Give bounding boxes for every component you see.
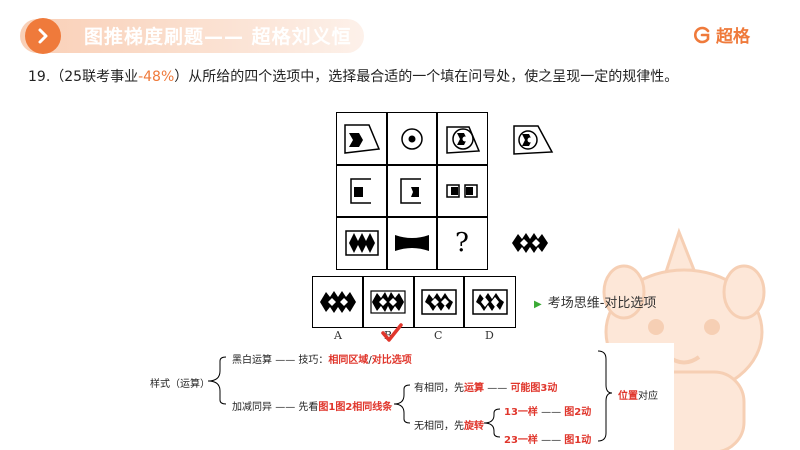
puzzle-figure-1 — [344, 124, 381, 154]
brand-logo-icon — [694, 26, 710, 43]
option-figure-a[interactable] — [317, 287, 359, 317]
question-accuracy: -48% — [138, 69, 175, 85]
option-figure-c[interactable] — [418, 287, 460, 317]
triangle-right-icon: ▶ — [534, 299, 542, 310]
mindmap-skill-slash: / — [368, 355, 372, 366]
puzzle-figure-3 — [446, 126, 481, 154]
mindmap-look-prefix: 先看 — [298, 402, 319, 413]
brand-logo-text: 超格 — [716, 27, 750, 47]
checkmark-icon — [381, 323, 403, 342]
puzzle-figure-2 — [401, 128, 423, 150]
mindmap-root: 样式（运算） — [150, 379, 210, 390]
mindmap-rule-2: 23一样 —— 图1动 — [504, 431, 591, 446]
mindmap-no-same-prefix: 无相同，先 — [414, 421, 464, 432]
option-label-a: A — [334, 329, 342, 342]
puzzle-figure-4 — [350, 178, 371, 204]
mindmap-connectors — [207, 350, 613, 442]
mindmap-has-same-prefix: 有相同，先 — [414, 383, 464, 394]
mindmap-dash: —— — [541, 435, 562, 446]
grid-divider — [386, 113, 388, 269]
mindmap-rule-2-red: 23一样 — [504, 435, 538, 446]
mindmap-skill-red-2: 对比选项 — [371, 355, 412, 366]
question-mark: ? — [455, 228, 469, 258]
mindmap-dash: —— — [541, 407, 562, 418]
puzzle-grid: ? — [336, 112, 488, 270]
mindmap-branch-1-label: 黑白运算 — [232, 355, 272, 366]
mindmap-rule-1: 13一样 —— 图2动 — [504, 403, 591, 418]
mindmap-skill-prefix: 技巧： — [298, 355, 329, 366]
option-divider — [362, 277, 364, 327]
mindmap-conclusion-red: 位置 — [618, 391, 638, 402]
header-banner — [20, 19, 364, 53]
option-label-b: B — [384, 329, 393, 342]
mindmap-look-red: 图1图2相同线条 — [318, 402, 393, 413]
tip-line: ▶ 考场思维-对比选项 — [534, 292, 656, 311]
mindmap-dash: —— — [275, 355, 296, 366]
answer-options — [312, 276, 516, 328]
mindmap-rule-1-red: 13一样 — [504, 407, 538, 418]
option-label-c: C — [434, 329, 443, 342]
mindmap-dash: —— — [275, 402, 296, 413]
brand-logo: 超格 — [692, 22, 750, 47]
mindmap-conclusion: 位置对应 — [618, 387, 658, 402]
question-source-close: ） — [174, 69, 189, 85]
puzzle-figure-5 — [400, 178, 421, 204]
mindmap-has-same: 有相同，先运算 —— 可能图3动 — [414, 379, 557, 394]
option-figure-b[interactable] — [367, 287, 409, 317]
option-figure-d[interactable] — [469, 287, 511, 317]
tip-text: 考场思维-对比选项 — [547, 296, 657, 311]
mindmap-no-same: 无相同，先旋转 — [414, 417, 484, 432]
side-figure-top — [513, 125, 554, 155]
mindmap-skill-red-1: 相同区域 — [328, 355, 369, 366]
mindmap-branch-2: 加减同异 —— 先看图1图2相同线条 — [232, 398, 392, 413]
header-title: 图推梯度刷题—— 超格刘义恒 — [84, 26, 352, 48]
mindmap-conclusion-black: 对应 — [638, 391, 658, 402]
puzzle-figure-6 — [446, 184, 478, 198]
side-figure-bottom — [512, 233, 548, 253]
question-number: 19. — [28, 69, 51, 85]
mindmap-rule-2-result: 图1动 — [564, 435, 592, 446]
grid-divider — [337, 164, 487, 166]
option-label-d: D — [485, 329, 494, 342]
mindmap-no-same-red: 旋转 — [464, 421, 484, 432]
chevron-right-icon — [25, 18, 61, 54]
option-divider — [463, 277, 465, 327]
grid-divider — [436, 113, 438, 269]
mindmap-branch-1: 黑白运算 —— 技巧：相同区域/对比选项 — [232, 351, 412, 366]
question-text: 19.（25联考事业-48%）从所给的四个选项中，选择最合适的一个填在问号处，使… — [28, 66, 678, 86]
puzzle-figure-8 — [395, 235, 429, 251]
mindmap-branch-2-label: 加减同异 — [232, 402, 272, 413]
option-divider — [413, 277, 415, 327]
mindmap-rule-1-result: 图2动 — [564, 407, 592, 418]
puzzle-figure-7 — [345, 230, 379, 256]
grid-divider — [337, 216, 487, 218]
mindmap-panel: 样式（运算） 黑白运算 —— 技巧：相同区域/对比选项 加减同异 —— 先看图1… — [150, 343, 674, 450]
question-body: 从所给的四个选项中，选择最合适的一个填在问号处，使之呈现一定的规律性。 — [188, 69, 679, 85]
question-source-open: （25联考事业 — [50, 69, 139, 85]
mindmap-has-same-red: 运算 — [464, 383, 484, 394]
mindmap-dash: —— — [487, 383, 508, 394]
mindmap-possible: 可能图3动 — [510, 383, 558, 394]
